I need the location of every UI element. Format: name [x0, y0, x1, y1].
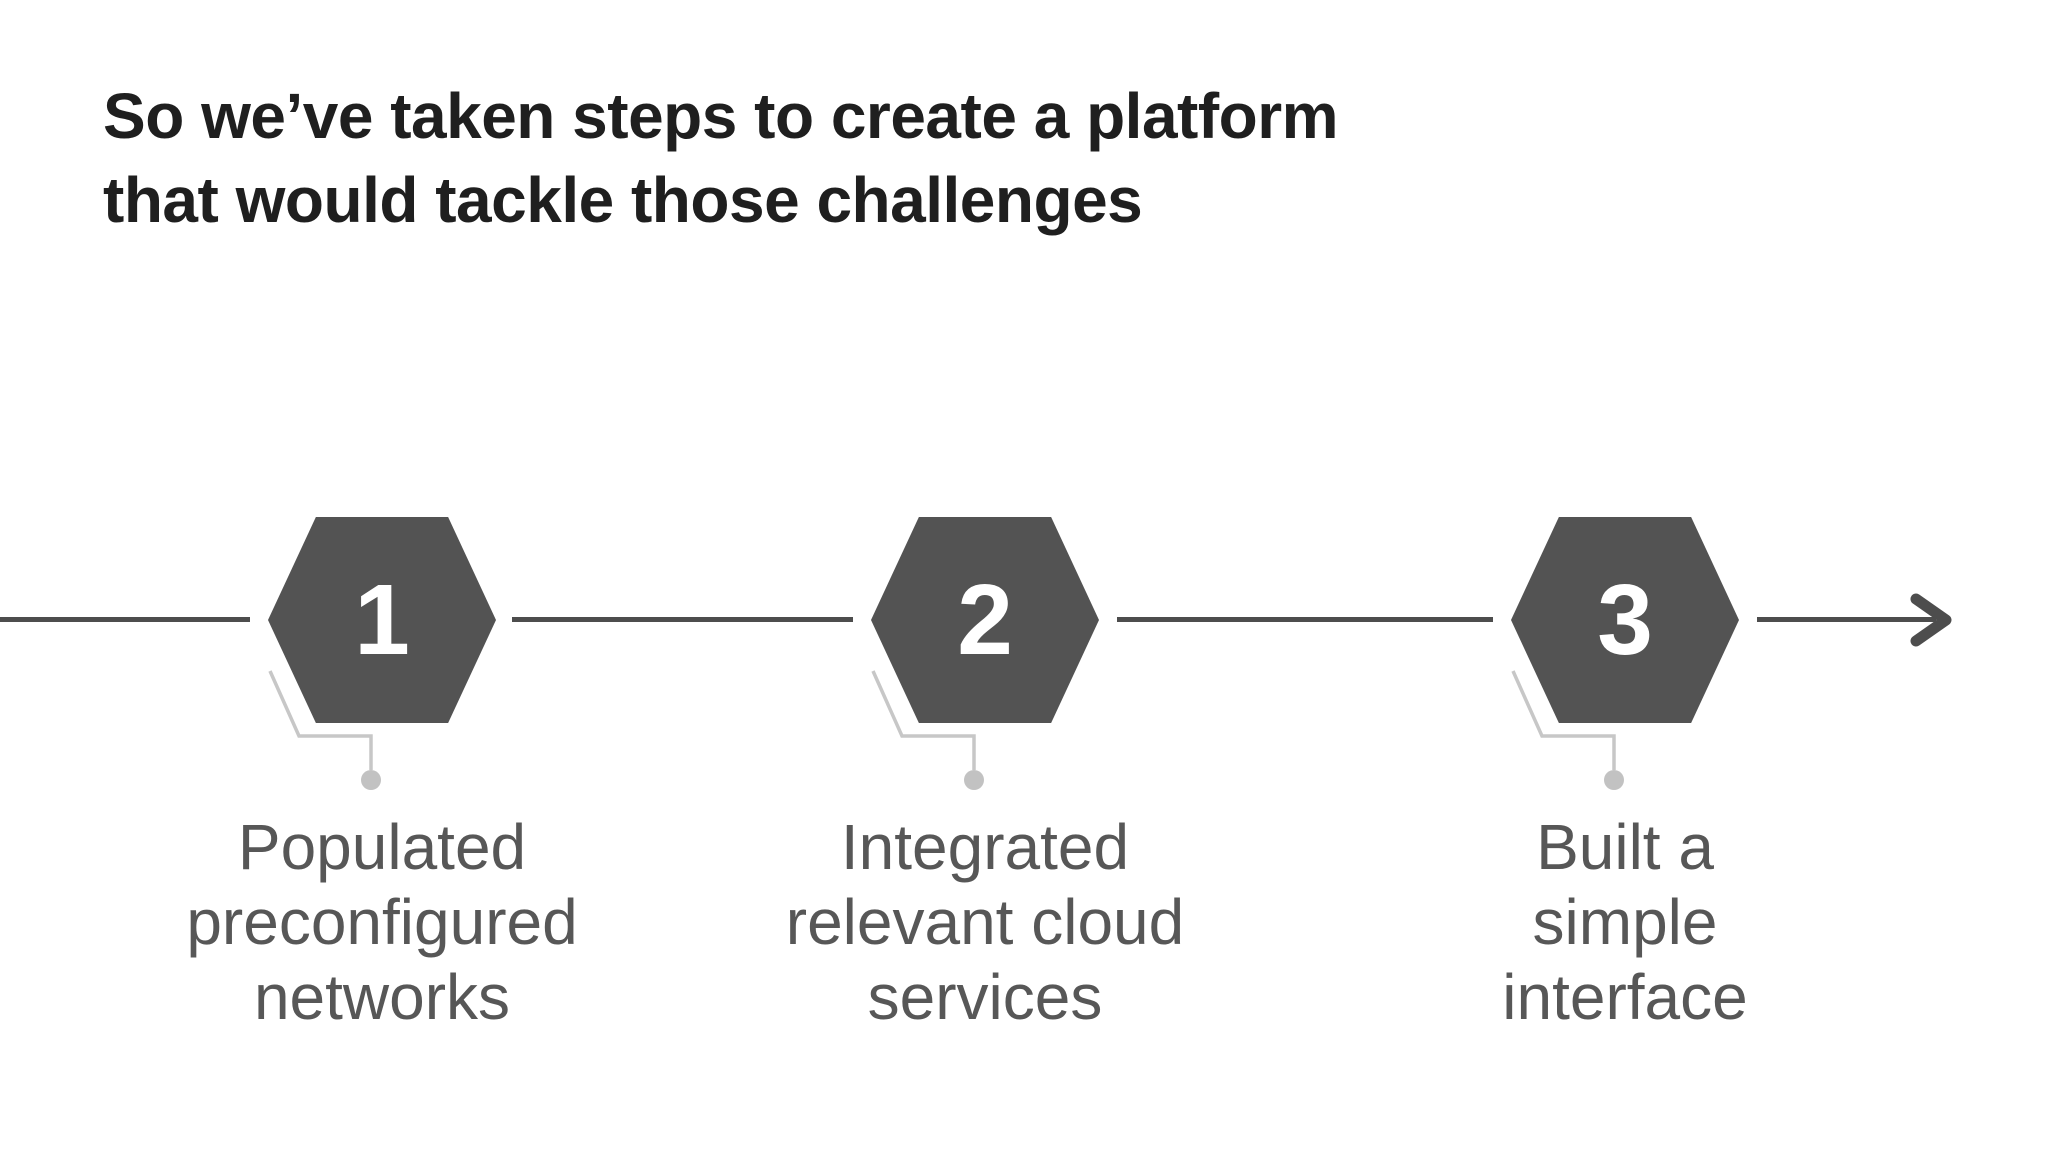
step-label-3: Built a simple interface — [1502, 811, 1748, 1033]
leader-line — [871, 670, 976, 770]
title-line-2: that would tackle those challenges — [103, 164, 1143, 236]
step-hexagon-3: 3 — [1511, 517, 1739, 723]
leader-line — [1511, 670, 1616, 770]
leader-line — [268, 670, 373, 770]
step-hexagon-1: 1 — [268, 517, 496, 723]
page-title: So we’ve taken steps to create a platfor… — [103, 74, 1339, 242]
step-hexagon-2: 2 — [871, 517, 1099, 723]
step-number: 1 — [354, 564, 410, 676]
arrow-right-icon — [1910, 593, 1952, 647]
leader-dot — [361, 770, 381, 790]
title-line-1: So we’ve taken steps to create a platfor… — [103, 80, 1339, 152]
step-label-1: Populated preconfigured networks — [186, 811, 578, 1033]
step-label-2: Integrated relevant cloud services — [785, 811, 1185, 1033]
leader-dot — [1604, 770, 1624, 790]
leader-dot — [964, 770, 984, 790]
step-number: 2 — [957, 564, 1013, 676]
step-number: 3 — [1597, 564, 1653, 676]
